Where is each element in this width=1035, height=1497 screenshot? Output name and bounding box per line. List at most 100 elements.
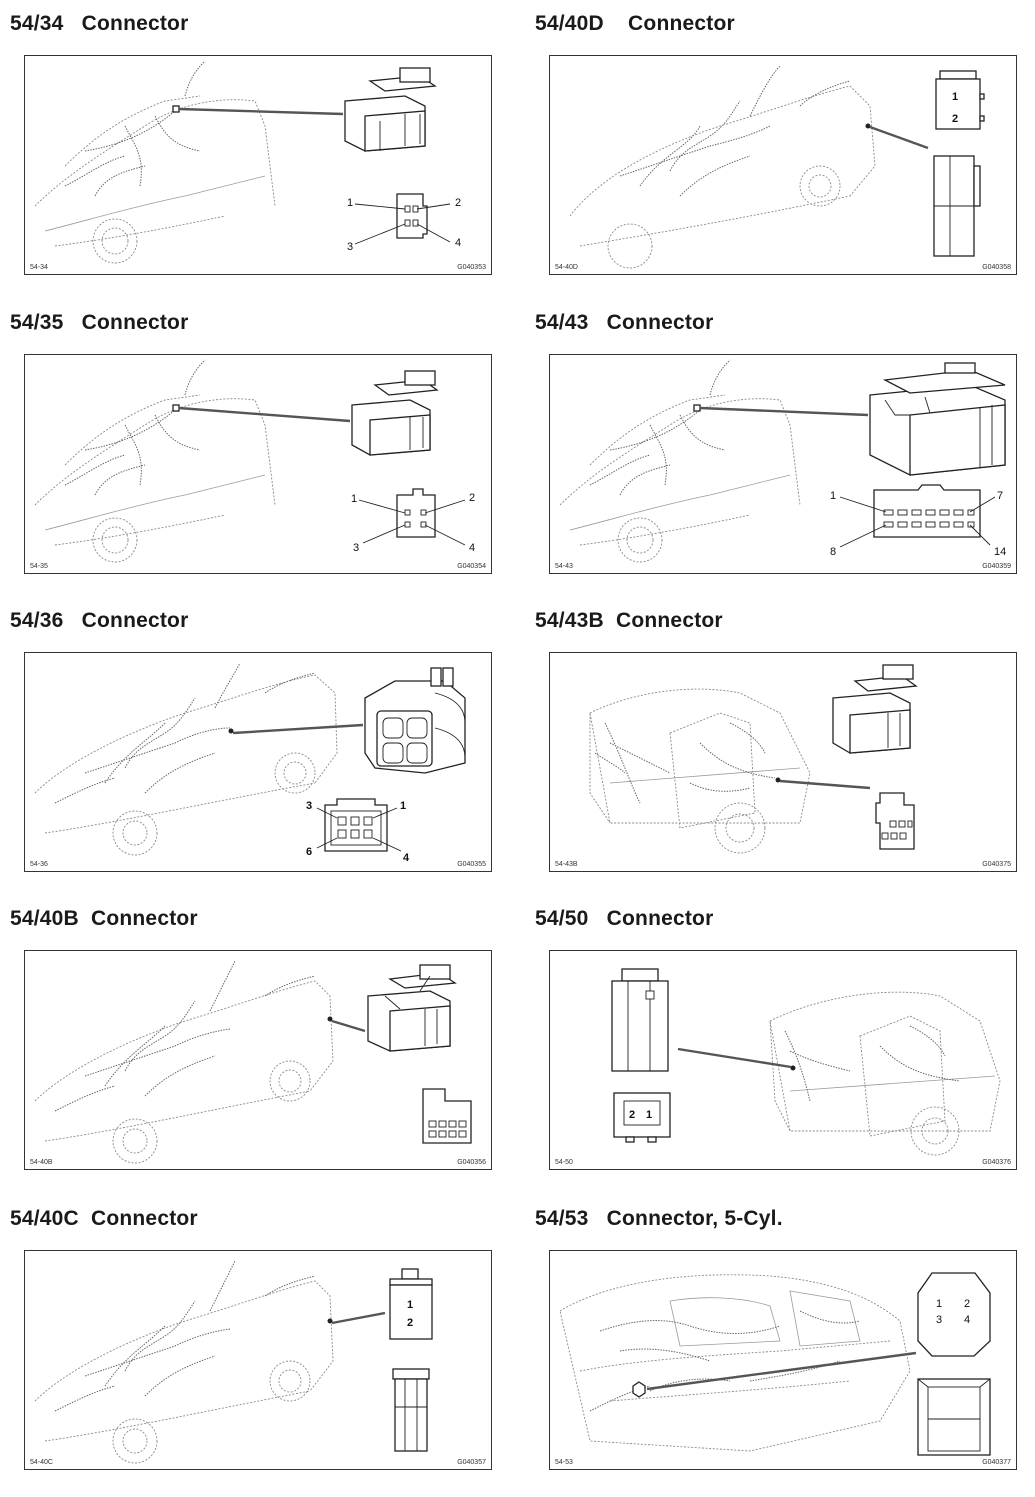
pinout-face bbox=[875, 792, 915, 850]
figure-code: G040377 bbox=[982, 1459, 1011, 1466]
connector-diagram: 1 7 8 14 bbox=[559, 359, 1006, 563]
section-title: 54/40D Connector bbox=[535, 12, 735, 35]
leader-line bbox=[779, 779, 871, 790]
figure-code: G040376 bbox=[982, 1159, 1011, 1166]
connector-body bbox=[344, 67, 437, 152]
connector-location-marker bbox=[327, 1016, 333, 1022]
leader-line bbox=[331, 1311, 386, 1325]
car-rear-drawing bbox=[589, 688, 811, 854]
pin-label: 3 bbox=[347, 241, 353, 253]
section-54-43b: 54/43B Connector bbox=[535, 609, 1025, 899]
connector-location-marker bbox=[632, 1381, 646, 1398]
connector-body bbox=[933, 70, 985, 257]
connector-body bbox=[611, 968, 669, 1072]
pin-label: 2 bbox=[629, 1109, 635, 1121]
connector-body bbox=[832, 664, 918, 754]
connector-location-marker bbox=[172, 404, 180, 412]
connector-diagram: 1 2 bbox=[569, 65, 985, 269]
pin-label: 7 bbox=[997, 490, 1003, 502]
pin-label: 6 bbox=[306, 846, 312, 858]
figure-ref: 54-40B bbox=[30, 1159, 53, 1166]
connector-body bbox=[869, 362, 1006, 476]
car-front-drawing bbox=[34, 60, 276, 264]
engine-bay-drawing bbox=[559, 1274, 911, 1452]
section-54-40d: 54/40D Connector bbox=[535, 12, 1025, 302]
pin-label: 1 bbox=[407, 1299, 413, 1311]
figure-code: G040357 bbox=[457, 1459, 486, 1466]
section-title: 54/53 Connector, 5-Cyl. bbox=[535, 1207, 783, 1230]
section-54-40b: 54/40B Connector bbox=[10, 907, 500, 1197]
connector-location-marker bbox=[228, 728, 234, 734]
section-title: 54/43 Connector bbox=[535, 311, 714, 334]
connector-face: 1 2 3 4 bbox=[917, 1272, 991, 1357]
section-54-34: 54/34 Connector bbox=[10, 12, 500, 302]
connector-body bbox=[364, 667, 466, 774]
figure-code: G040355 bbox=[457, 861, 486, 868]
car-rear-drawing bbox=[769, 991, 1001, 1156]
car-side-drawing bbox=[34, 662, 338, 856]
leader-line bbox=[699, 406, 869, 417]
pin-label: 1 bbox=[830, 490, 836, 502]
connector-location-marker bbox=[775, 777, 781, 783]
figure-code: G040375 bbox=[982, 861, 1011, 868]
figure-code: G040356 bbox=[457, 1159, 486, 1166]
diagram-frame: 1 2 54-40C G040357 bbox=[24, 1250, 492, 1470]
pin-label: 3 bbox=[306, 800, 312, 812]
pin-label: 4 bbox=[403, 852, 410, 864]
diagram-frame: 54-40B G040356 bbox=[24, 950, 492, 1170]
figure-ref: 54-43B bbox=[555, 861, 578, 868]
car-side-drawing bbox=[569, 65, 876, 269]
pin-label: 2 bbox=[952, 113, 958, 125]
figure-code: G040359 bbox=[982, 563, 1011, 570]
figure-ref: 54-34 bbox=[30, 264, 48, 271]
connector-diagram: 2 1 bbox=[611, 968, 1001, 1156]
connector-location-marker bbox=[327, 1318, 333, 1324]
section-title: 54/50 Connector bbox=[535, 907, 714, 930]
figure-ref: 54-36 bbox=[30, 861, 48, 868]
diagram-frame: 1 2 3 4 54-34 G040353 bbox=[24, 55, 492, 275]
connector-diagram: 1 2 3 4 bbox=[34, 60, 461, 264]
section-54-43: 54/43 Connector bbox=[535, 311, 1025, 601]
leader-line bbox=[178, 406, 351, 423]
pin-label: 2 bbox=[469, 492, 475, 504]
section-54-53: 54/53 Connector, 5-Cyl. 1 2 3 4 bbox=[535, 1207, 1025, 1497]
section-54-36: 54/36 Connector bbox=[10, 609, 500, 899]
figure-ref: 54-53 bbox=[555, 1459, 573, 1466]
pin-label: 8 bbox=[830, 546, 836, 558]
diagram-frame: 1 2 3 4 54-35 G040354 bbox=[24, 354, 492, 574]
pin-label: 1 bbox=[646, 1109, 652, 1121]
pinout-face: 1 2 3 4 bbox=[351, 488, 475, 554]
leader-line bbox=[232, 723, 364, 735]
connector-location-marker bbox=[693, 404, 701, 412]
figure-ref: 54-50 bbox=[555, 1159, 573, 1166]
pinout-face: 1 7 8 14 bbox=[830, 484, 1006, 558]
connector-location-marker bbox=[790, 1065, 796, 1071]
section-title: 54/36 Connector bbox=[10, 609, 189, 632]
section-title: 54/34 Connector bbox=[10, 12, 189, 35]
leader-line bbox=[178, 107, 344, 116]
figure-ref: 54-43 bbox=[555, 563, 573, 570]
diagram-frame: 1 2 54-40D G040358 bbox=[549, 55, 1017, 275]
leader-line bbox=[331, 1019, 366, 1033]
leader-line bbox=[646, 1351, 917, 1391]
figure-ref: 54-40D bbox=[555, 264, 578, 271]
section-title: 54/40C Connector bbox=[10, 1207, 198, 1230]
connector-location-marker bbox=[865, 123, 871, 129]
car-side-drawing bbox=[34, 960, 334, 1164]
connector-body bbox=[367, 964, 457, 1052]
pinout-face bbox=[422, 1088, 472, 1144]
pin-label: 14 bbox=[994, 546, 1006, 558]
pinout-face: 3 1 6 4 bbox=[306, 798, 410, 864]
connector-diagram: 3 1 6 4 bbox=[34, 662, 466, 864]
diagram-frame: 54-43B G040375 bbox=[549, 652, 1017, 872]
pin-label: 4 bbox=[455, 237, 461, 249]
diagram-frame: 1 2 3 4 54-53 G040377 bbox=[549, 1250, 1017, 1470]
pin-label: 3 bbox=[353, 542, 359, 554]
figure-code: G040354 bbox=[457, 563, 486, 570]
connector-diagram bbox=[589, 664, 918, 854]
section-title: 54/43B Connector bbox=[535, 609, 723, 632]
figure-ref: 54-35 bbox=[30, 563, 48, 570]
connector-diagram: 1 2 bbox=[34, 1260, 433, 1464]
pin-label: 1 bbox=[351, 493, 357, 505]
figure-code: G040358 bbox=[982, 264, 1011, 271]
